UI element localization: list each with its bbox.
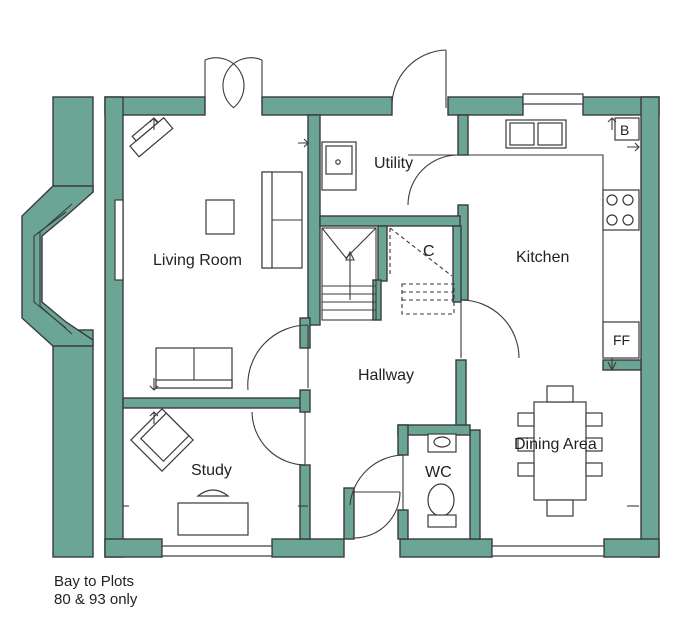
coffee-table-icon — [205, 199, 235, 235]
tv-icon — [129, 116, 174, 158]
bay-note: Bay to Plots 80 & 93 only — [54, 573, 137, 609]
bay-window — [21, 96, 94, 558]
dimension-markers — [123, 117, 640, 507]
cupboard-label: C — [423, 243, 435, 260]
doors — [204, 49, 520, 539]
boiler-icon — [614, 117, 640, 141]
desk-chair-icon — [196, 489, 230, 497]
boiler-label: B — [620, 122, 629, 138]
armchair-icon — [130, 408, 194, 472]
utility-label: Utility — [374, 155, 413, 172]
bay-note-line-2: 80 & 93 only — [54, 591, 138, 608]
hallway-label: Hallway — [358, 367, 414, 384]
desk-icon — [177, 502, 249, 536]
fridge-freezer-icon — [602, 321, 640, 359]
windows — [114, 93, 605, 557]
dining-area-label: Dining Area — [514, 436, 597, 453]
fridge-freezer-label: FF — [613, 332, 630, 348]
staircase — [321, 227, 455, 321]
study-label: Study — [191, 462, 232, 479]
toilet-icon — [427, 483, 455, 517]
bay-note-line-1: Bay to Plots — [54, 573, 135, 590]
living-room-label: Living Room — [153, 252, 242, 269]
wc-label: WC — [425, 464, 452, 481]
kitchen-label: Kitchen — [516, 249, 569, 266]
room-labels: Living Room Utility Kitchen C Hallway St… — [153, 122, 630, 481]
fixtures — [129, 116, 640, 536]
